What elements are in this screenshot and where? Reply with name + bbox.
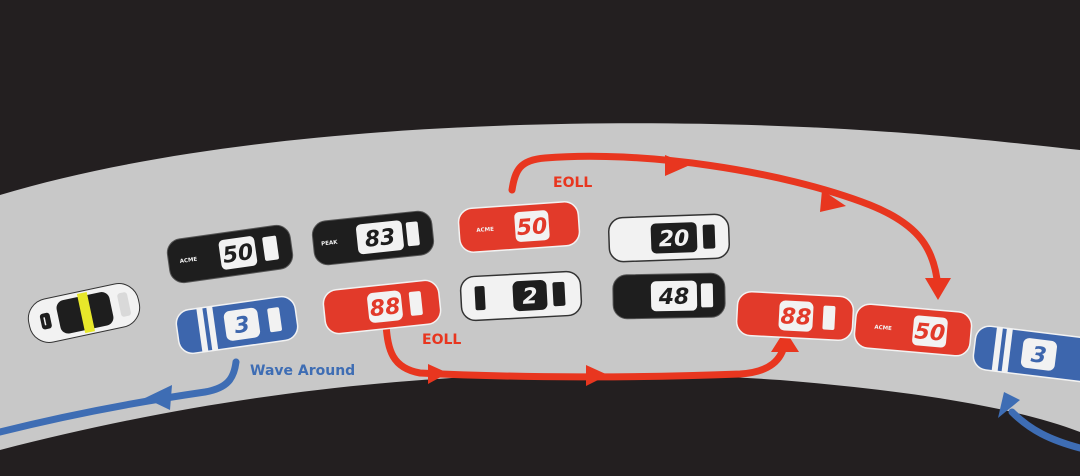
eoll-top-arrow-head	[925, 278, 951, 300]
car-number: 50	[221, 240, 255, 269]
car-sponsor: ACME	[476, 227, 494, 234]
car-number: 20	[658, 226, 689, 252]
car-sponsor: PEAK	[321, 240, 339, 248]
car-number: 50	[913, 319, 946, 347]
pace-car-icon	[27, 283, 141, 343]
eoll-top-label: EOLL	[553, 175, 592, 191]
car-sponsor: ACME	[874, 325, 892, 333]
eoll-bottom-arrow	[382, 321, 789, 381]
wave-around-arrow-right-head	[998, 392, 1020, 418]
eoll-top-arrow	[508, 152, 942, 292]
car-number: 88	[369, 294, 402, 322]
eoll-top-chevron-1	[665, 155, 690, 176]
eoll-top-chevron-2	[820, 190, 846, 212]
wave-around-arrow-head	[145, 385, 172, 410]
car-number: 50	[516, 214, 548, 241]
race-car-50-red: 50 ACME	[457, 201, 581, 253]
race-car-83: 83 PEAK	[311, 210, 435, 266]
race-car-3-blue: 3	[175, 295, 299, 355]
car-number: 88	[780, 304, 812, 331]
eoll-bottom-arrow-head	[771, 330, 799, 352]
race-car-48: 48	[612, 272, 726, 320]
race-car-20: 20	[607, 213, 731, 263]
wave-around-arrow	[0, 358, 240, 436]
car-number: 3	[233, 312, 252, 339]
car-number: 2	[522, 284, 539, 310]
eoll-bottom-chevron-2	[586, 365, 608, 386]
eoll-bottom-chevron-1	[428, 364, 448, 384]
race-car-50-black: 50 ACME	[166, 224, 294, 284]
car-sponsor: ACME	[179, 257, 197, 265]
wave-around-arrow-right	[1008, 408, 1080, 452]
wave-around-label: Wave Around	[250, 363, 355, 379]
race-car-88-red-tail: 88	[735, 290, 855, 342]
race-car-50-red-tail: 50 ACME	[853, 303, 973, 357]
race-car-2: 2	[459, 270, 583, 322]
car-number: 83	[364, 225, 397, 253]
car-number: 3	[1030, 343, 1048, 370]
race-car-3-blue-tail: 3	[972, 325, 1080, 383]
eoll-bottom-label: EOLL	[422, 332, 461, 348]
race-car-88-red: 88	[322, 279, 442, 335]
car-number: 48	[657, 285, 689, 311]
